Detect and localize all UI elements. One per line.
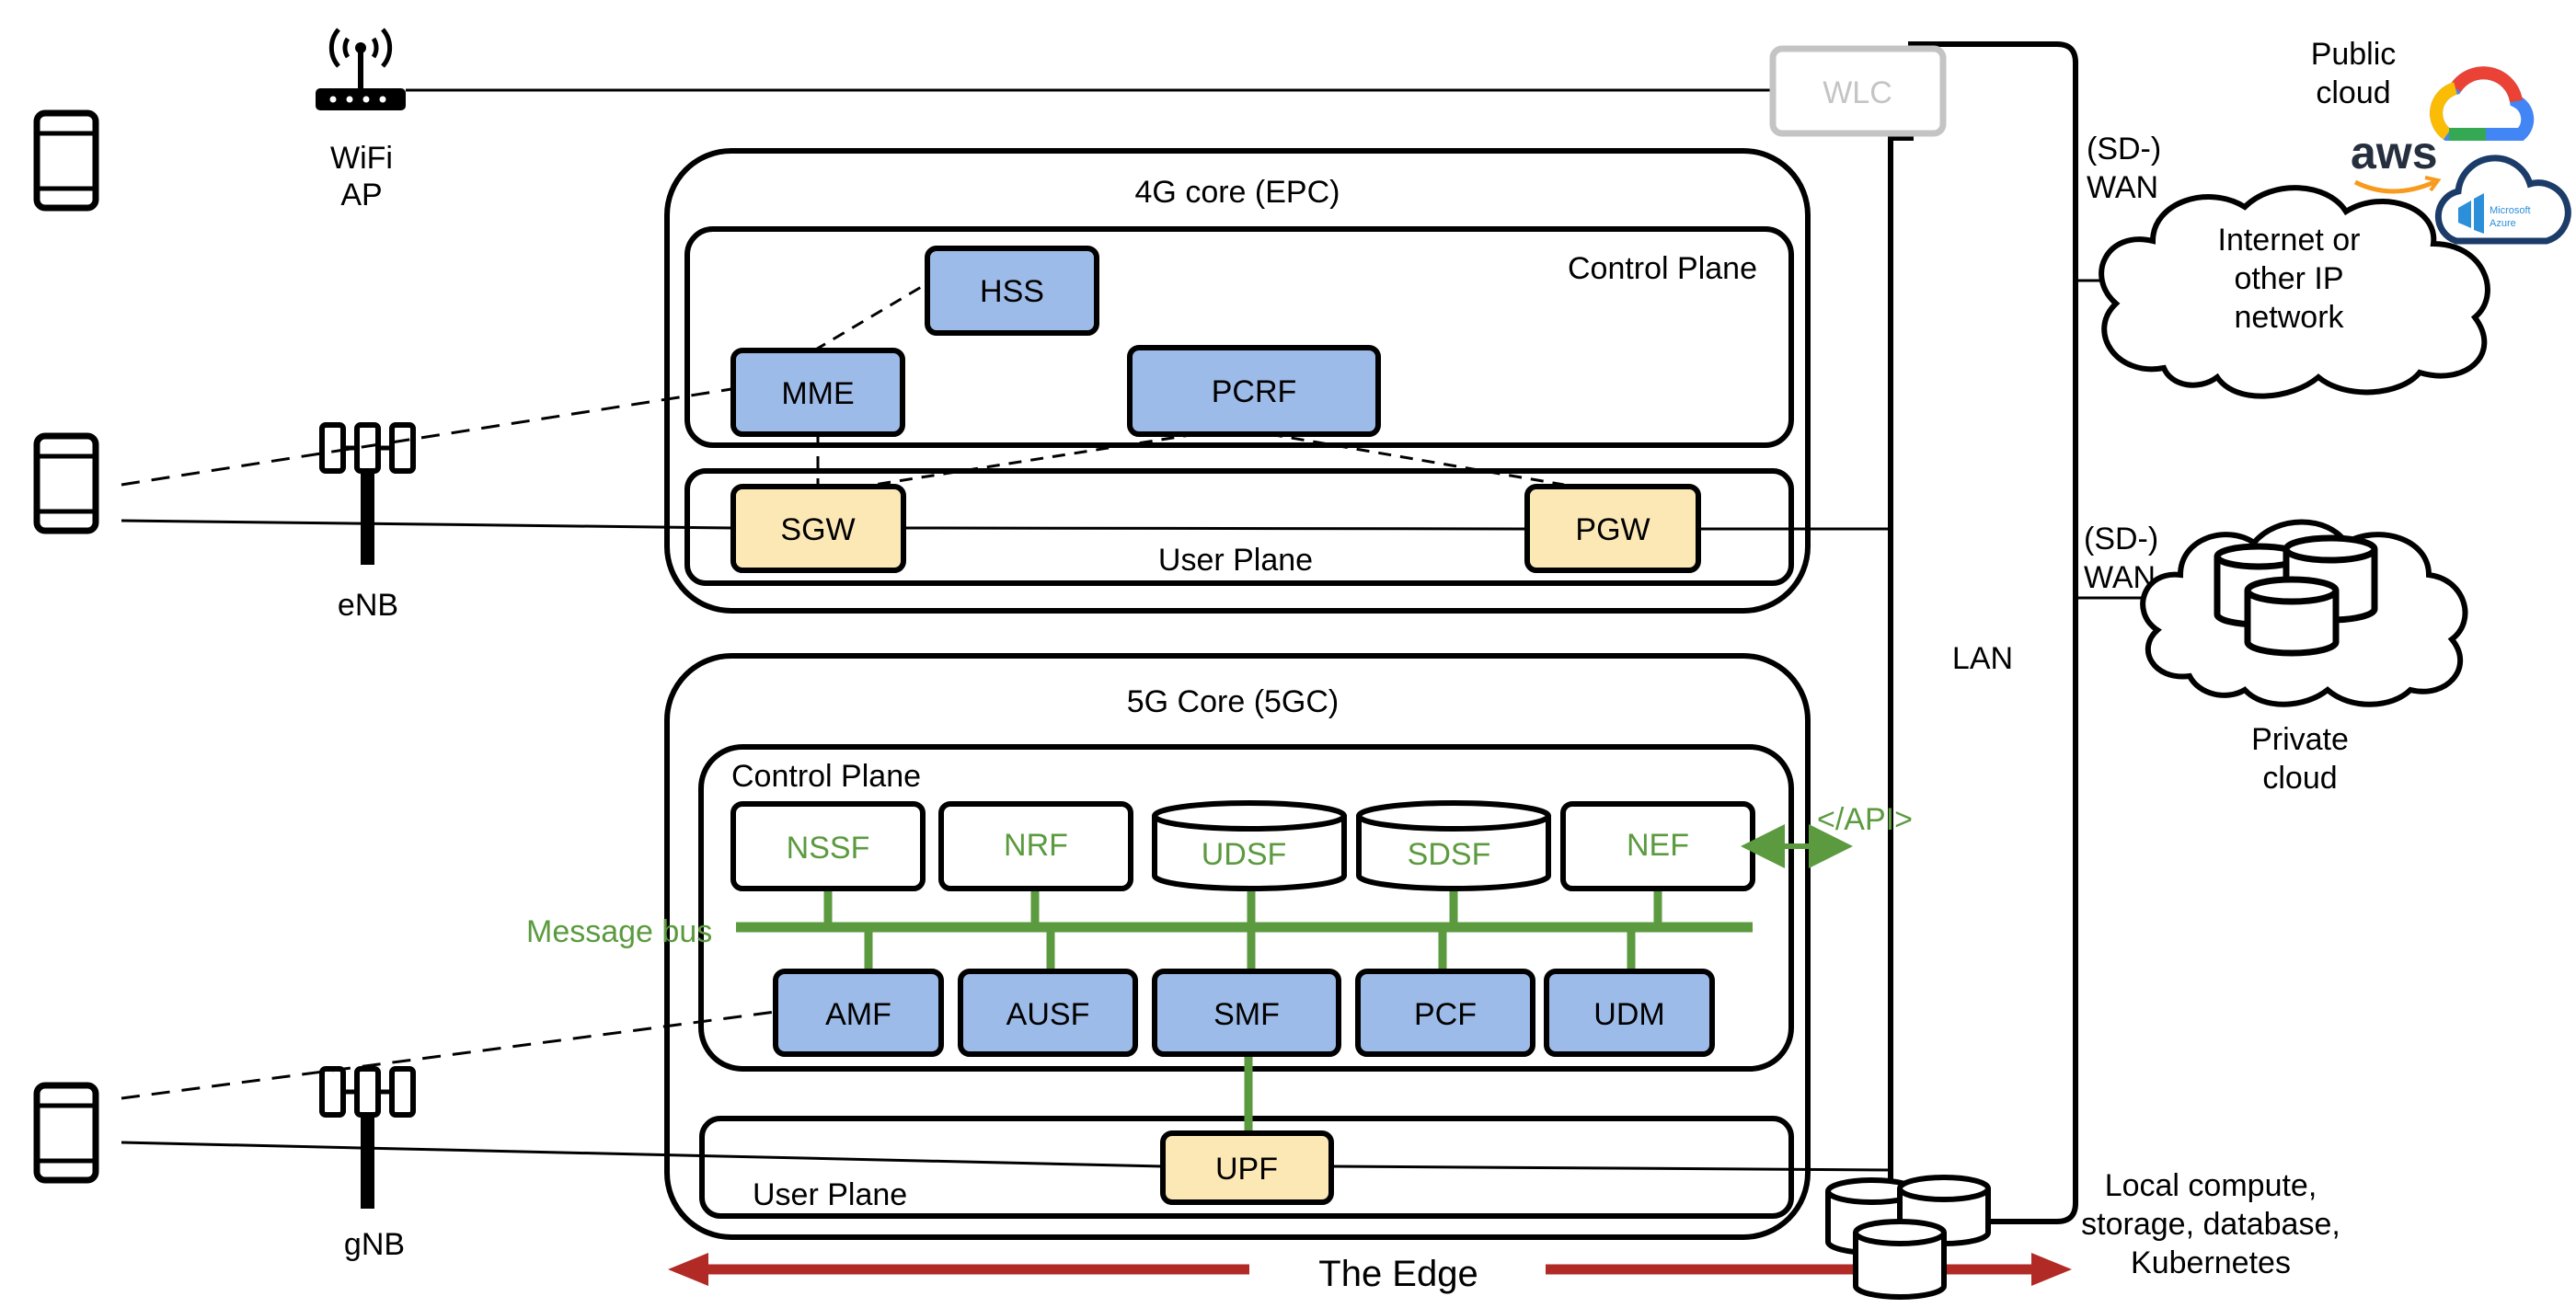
ausf-node: AUSF (958, 969, 1138, 1057)
core-4g-user-plane-label: User Plane (1158, 543, 1313, 578)
pcrf-to-sgw-dashed-line (873, 432, 1197, 487)
mme-label: MME (781, 376, 854, 411)
core-5g-box (664, 653, 1811, 1240)
upf-node: UPF (1160, 1130, 1334, 1205)
amf-node: AMF (773, 969, 944, 1057)
message-bus-label: Message bus (526, 914, 712, 949)
sdsf-label: SDSF (1408, 837, 1491, 872)
wlc-box (1769, 45, 1947, 137)
lan-block (1888, 41, 2078, 1224)
sgw-node: SGW (730, 484, 906, 573)
pcrf-label: PCRF (1212, 374, 1297, 409)
private-cloud-label-line1: Private (2251, 722, 2349, 757)
lan-label: LAN (1952, 641, 2013, 676)
ue-to-sgw-user-line (121, 519, 734, 530)
edge-arrowhead-left (668, 1253, 708, 1286)
phone-icon (33, 109, 99, 212)
pgw-label: PGW (1575, 512, 1650, 547)
ue-to-mme-signaling-line (121, 387, 732, 487)
local-compute-label-line1: Local compute, (2105, 1168, 2317, 1203)
mme-to-hss-dashed-line (813, 281, 928, 352)
aws-smile-icon (2353, 179, 2435, 194)
edge-label: The Edge (1318, 1254, 1478, 1294)
smf-label: SMF (1213, 997, 1280, 1032)
nef-node: NEF (1560, 801, 1755, 891)
ue-to-amf-signaling-line (121, 1010, 776, 1100)
local-compute-label-line2: storage, database, (2081, 1207, 2340, 1242)
internet-label-line1: Internet or (2218, 223, 2361, 258)
nrf-label: NRF (1004, 828, 1068, 863)
nssf-label: NSSF (787, 831, 870, 866)
sdsf-database-node: SDSF (1356, 800, 1551, 891)
local-compute-label-line3: Kubernetes (2131, 1245, 2291, 1280)
enb-tower-icon (319, 422, 416, 565)
sgw-label: SGW (780, 512, 855, 547)
pgw-node: PGW (1524, 484, 1701, 573)
pcf-label: PCF (1414, 997, 1477, 1032)
private-cloud-database-icon (2214, 534, 2378, 657)
sgw-to-pgw-line (903, 526, 1528, 531)
public-cloud-label-line1: Public (2311, 37, 2397, 72)
gnb-label: gNB (344, 1227, 405, 1262)
nef-label: NEF (1627, 828, 1689, 863)
edge-arrowhead-right (2031, 1253, 2072, 1286)
aws-logo: aws (2351, 127, 2438, 178)
wifi-ap-label-line1: WiFi (330, 141, 393, 176)
amf-label: AMF (825, 997, 891, 1032)
wan-bottom-label-line1: (SD-) (2084, 522, 2158, 556)
google-cloud-logo (2430, 66, 2535, 141)
phone-icon (33, 432, 99, 534)
hss-node: HSS (925, 246, 1099, 336)
core-5g-title: 5G Core (5GC) (1127, 684, 1340, 719)
pcf-node: PCF (1355, 969, 1535, 1057)
core-5g-control-plane-label: Control Plane (731, 759, 921, 794)
wlc-label: WLC (1823, 75, 1892, 110)
udm-label: UDM (1593, 997, 1664, 1032)
core-4g-control-plane-box (684, 226, 1794, 448)
aws-arrow-icon (2424, 176, 2442, 192)
core-4g-title: 4G core (EPC) (1135, 175, 1340, 210)
upf-label: UPF (1215, 1152, 1278, 1187)
nrf-node: NRF (938, 801, 1133, 891)
wan-top-label-line2: WAN (2087, 170, 2158, 205)
nssf-node: NSSF (730, 801, 926, 891)
azure-label-line1: Microsoft (2490, 205, 2531, 216)
azure-logo: Microsoft Azure (2434, 155, 2571, 245)
smf-node: SMF (1152, 969, 1341, 1057)
internet-label-line3: network (2234, 300, 2344, 335)
public-cloud-label-line2: cloud (2316, 75, 2390, 110)
mme-node: MME (730, 348, 905, 437)
core-5g-user-plane-label: User Plane (753, 1177, 907, 1212)
pcrf-node: PCRF (1127, 345, 1381, 437)
ausf-label: AUSF (1006, 997, 1090, 1032)
enb-label: eNB (338, 588, 398, 623)
azure-label-line2: Azure (2490, 218, 2516, 229)
wifi-ap-label-line2: AP (340, 178, 382, 212)
gnb-tower-icon (319, 1066, 416, 1209)
core-4g-user-plane-box (684, 468, 1794, 586)
wan-bottom-label-line2: WAN (2084, 560, 2156, 595)
local-storage-icon (1825, 1175, 1991, 1300)
udsf-database-node: UDSF (1152, 800, 1347, 891)
udsf-label: UDSF (1202, 837, 1287, 872)
wifi-ap-icon (316, 28, 406, 110)
core-4g-box (664, 148, 1811, 614)
pcrf-to-pgw-dashed-line (1269, 432, 1565, 487)
bus-connectors (823, 889, 1662, 1131)
wan-top-label-line1: (SD-) (2087, 132, 2161, 166)
internet-label-line2: other IP (2234, 261, 2343, 296)
hss-label: HSS (980, 274, 1044, 309)
private-cloud-label-line2: cloud (2262, 761, 2337, 796)
upf-to-lan-line (1330, 1165, 1892, 1172)
phone-icon (33, 1082, 99, 1184)
udm-node: UDM (1544, 969, 1715, 1057)
api-label: </API> (1817, 802, 1913, 837)
ue-to-upf-user-line (121, 1141, 1164, 1168)
internet-cloud (2099, 185, 2490, 399)
core-4g-control-plane-label: Control Plane (1568, 251, 1757, 286)
